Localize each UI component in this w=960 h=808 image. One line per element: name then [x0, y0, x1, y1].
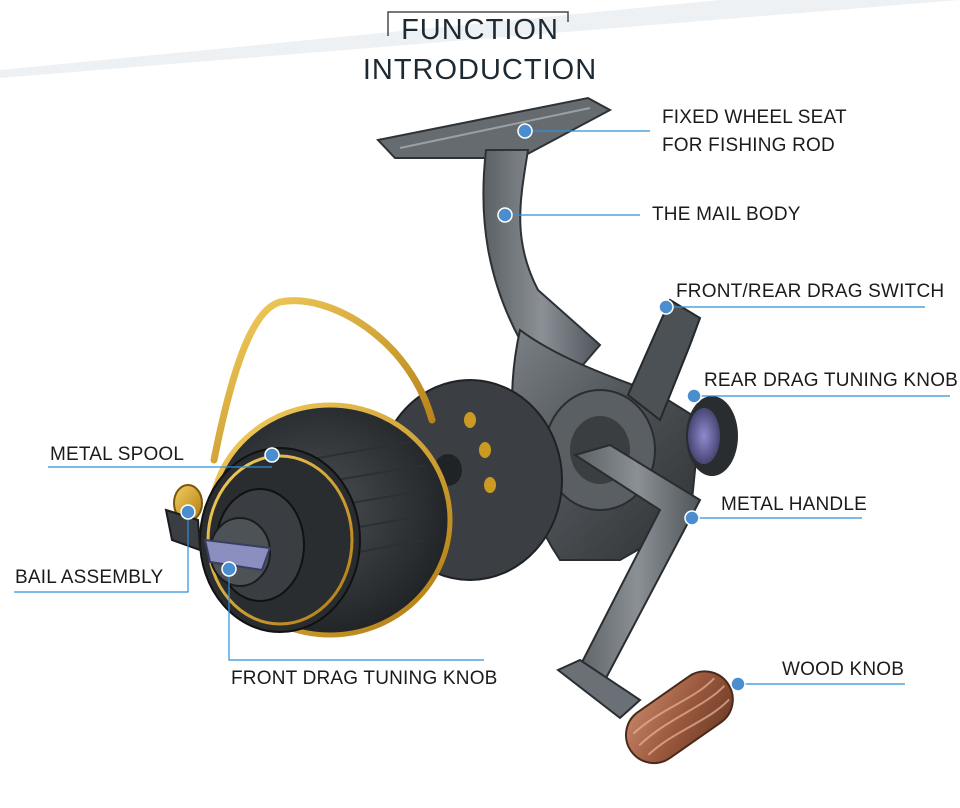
drag-switch-lever: [626, 298, 702, 422]
dot-bail-assembly: [180, 504, 196, 520]
leader-front-knob: [228, 569, 484, 661]
leader-dots: [180, 123, 746, 692]
wood-knob-shape: [624, 670, 734, 765]
label-drag-switch: FRONT/REAR DRAG SWITCH: [676, 281, 945, 302]
dot-wood-knob: [730, 676, 746, 692]
dot-fixed-seat: [517, 123, 533, 139]
title-line-2: INTRODUCTION: [362, 54, 598, 86]
dot-rear-knob: [686, 388, 702, 404]
reel-illustration: [164, 96, 738, 765]
leader-bail-assembly: [14, 520, 189, 593]
dot-main-body: [497, 207, 513, 223]
bail-wire: [210, 297, 436, 464]
dot-metal-spool: [264, 447, 280, 463]
dot-drag-switch: [658, 299, 674, 315]
page-title: FUNCTION INTRODUCTION: [330, 10, 630, 90]
handle-shaft: [556, 658, 642, 720]
label-rear-drag-knob: REAR DRAG TUNING KNOB: [704, 370, 959, 391]
label-metal-spool: METAL SPOOL: [50, 444, 185, 465]
label-wood-knob: WOOD KNOB: [782, 659, 905, 680]
dot-front-knob: [221, 561, 237, 577]
label-metal-handle: METAL HANDLE: [721, 494, 867, 515]
title-line-1: FUNCTION: [401, 14, 559, 46]
label-bail-assembly: BAIL ASSEMBLY: [15, 567, 164, 588]
background-swoosh: [0, 0, 960, 78]
title-bracket: [387, 11, 569, 36]
label-fixed-wheel-seat-2: FOR FISHING ROD: [662, 135, 835, 156]
label-main-body: THE MAIL BODY: [652, 204, 801, 225]
label-fixed-wheel-seat-1: FIXED WHEEL SEAT: [662, 107, 847, 128]
dot-metal-handle: [684, 510, 700, 526]
label-front-drag-knob: FRONT DRAG TUNING KNOB: [231, 668, 498, 689]
leader-lines: [14, 130, 950, 685]
